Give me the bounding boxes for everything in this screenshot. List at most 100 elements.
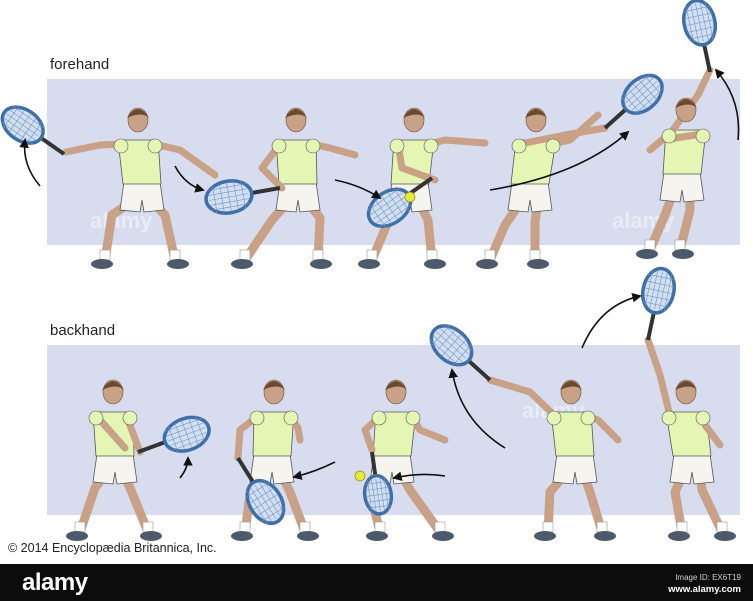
arrow-bh-swing [294, 462, 335, 477]
shorts [553, 454, 597, 484]
sleeve [662, 129, 676, 143]
shoe [310, 259, 332, 269]
shoe [231, 259, 253, 269]
tennis-stroke-illustration [0, 0, 753, 560]
shoe [91, 259, 113, 269]
footer-logo: alamy [22, 569, 88, 597]
shorts [660, 172, 704, 202]
shoe [358, 259, 380, 269]
racket-handle [605, 108, 627, 128]
backhand-sequence [66, 266, 736, 541]
sleeve [424, 139, 438, 153]
forehand-sequence [0, 0, 725, 269]
sleeve [89, 411, 103, 425]
racket [595, 68, 670, 140]
sock [143, 522, 153, 532]
sock [485, 250, 495, 260]
racket [680, 0, 725, 75]
tennis-ball [355, 471, 365, 481]
forehand-player-1 [0, 100, 215, 269]
forehand-player-5 [636, 0, 725, 259]
shoe [672, 249, 694, 259]
arrow-bh-backswing [180, 458, 188, 478]
sleeve [581, 411, 595, 425]
racket-handle [648, 311, 654, 340]
sock [717, 522, 727, 532]
sleeve [284, 411, 298, 425]
shorts [120, 182, 164, 212]
sock [300, 522, 310, 532]
sock [427, 250, 437, 260]
sock [240, 522, 250, 532]
racket-handle [468, 360, 490, 380]
sleeve [696, 129, 710, 143]
shoe [594, 531, 616, 541]
arm [648, 340, 670, 416]
shoe [424, 259, 446, 269]
arrow-fh-drop [175, 166, 203, 190]
sleeve [372, 411, 386, 425]
shorts [93, 454, 137, 484]
copyright-notice: © 2014 Encyclopædia Britannica, Inc. [8, 541, 217, 555]
sock [675, 240, 685, 250]
shoe [231, 531, 253, 541]
shoe [636, 249, 658, 259]
arrow-fh-backswing [25, 140, 40, 186]
sock [313, 250, 323, 260]
sleeve [512, 139, 526, 153]
sleeve [306, 139, 320, 153]
arm [66, 144, 122, 152]
sleeve [547, 411, 561, 425]
backhand-player-3 [359, 380, 454, 541]
shorts [670, 454, 714, 484]
sleeve [662, 411, 676, 425]
footer-bar: alamy Image ID: EX6T19 www.alamy.com [0, 564, 753, 601]
sock [543, 522, 553, 532]
racket-handle [138, 442, 166, 452]
shoe [714, 531, 736, 541]
shoe [366, 531, 388, 541]
sleeve [250, 411, 264, 425]
shoe [140, 531, 162, 541]
shoe [527, 259, 549, 269]
arrow-fh-swing [335, 180, 380, 198]
shoe [167, 259, 189, 269]
sleeve [123, 411, 137, 425]
shoe [297, 531, 319, 541]
forehand-player-2 [204, 108, 355, 269]
sleeve [546, 139, 560, 153]
racket-handle [250, 188, 280, 193]
sleeve [696, 411, 710, 425]
sleeve [114, 139, 128, 153]
sleeve [406, 411, 420, 425]
backhand-player-1 [66, 380, 214, 541]
arm [430, 140, 485, 144]
arm [490, 380, 555, 416]
tennis-ball [405, 192, 415, 202]
racket-handle [40, 137, 64, 154]
forehand-player-4 [476, 68, 669, 269]
racket [0, 100, 73, 167]
sock [597, 522, 607, 532]
shoe [432, 531, 454, 541]
shorts [508, 182, 552, 212]
sleeve [390, 139, 404, 153]
sock [367, 250, 377, 260]
arrow-fh-finish [716, 70, 739, 140]
backhand-player-4 [424, 318, 618, 541]
arrow-bh-finish [582, 296, 640, 348]
sock [530, 250, 540, 260]
shoe [534, 531, 556, 541]
racket-handle [704, 43, 710, 72]
sock [375, 522, 385, 532]
sleeve [272, 139, 286, 153]
shoe [66, 531, 88, 541]
forehand-player-3 [358, 108, 485, 269]
sleeve [148, 139, 162, 153]
sock [240, 250, 250, 260]
sock [435, 522, 445, 532]
shoe [476, 259, 498, 269]
sock [170, 250, 180, 260]
sock [677, 522, 687, 532]
footer-image-id: Image ID: EX6T19 [675, 573, 741, 582]
